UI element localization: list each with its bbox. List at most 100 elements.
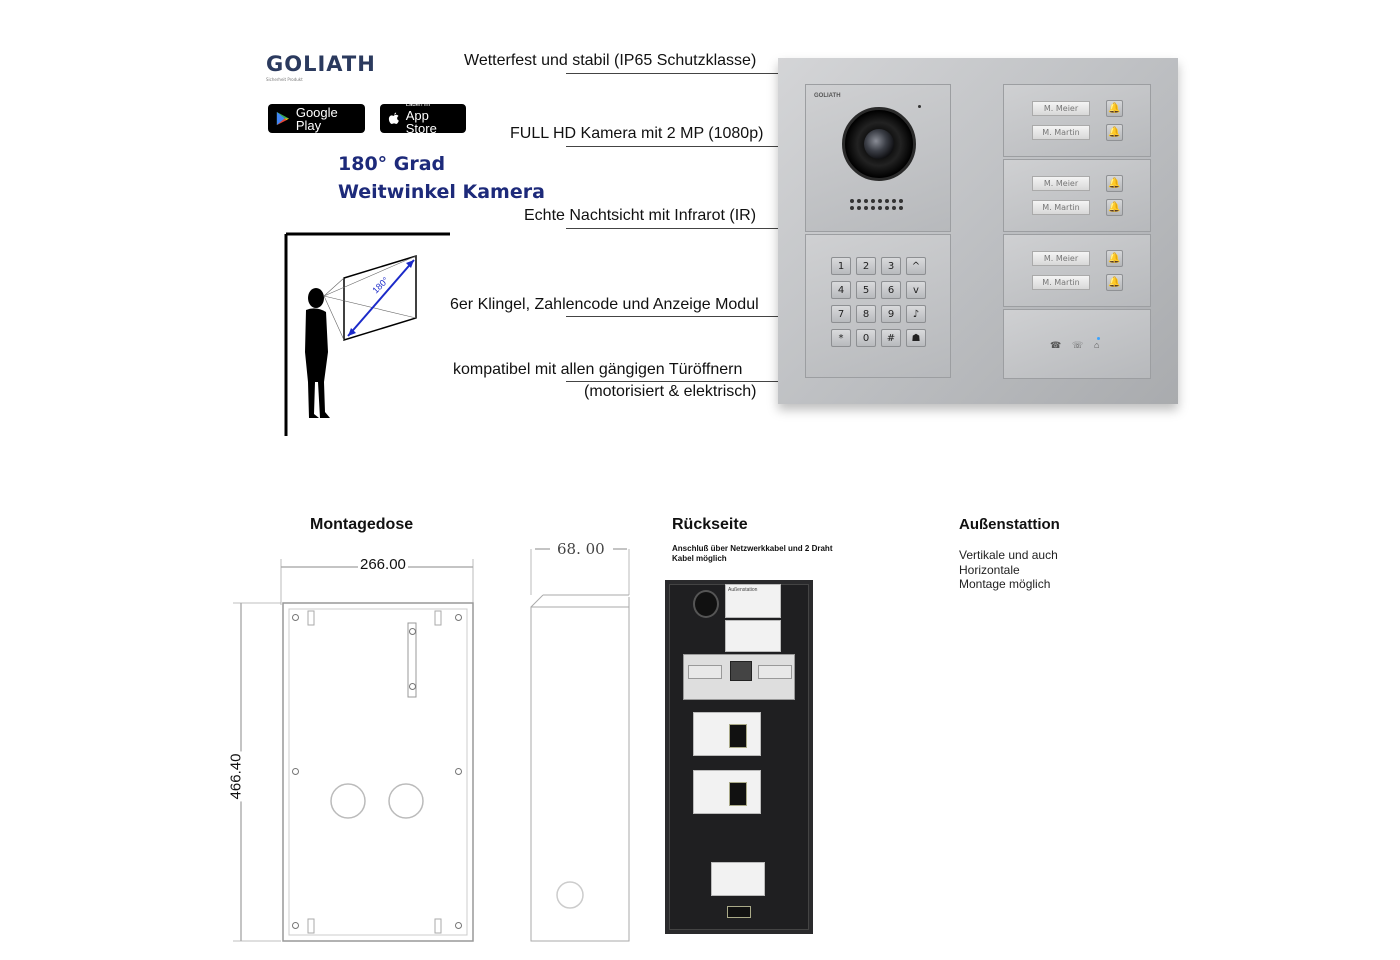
name-plate: M. Martin [1032, 125, 1090, 140]
keypad-key[interactable]: 2 [856, 257, 876, 275]
keypad-key[interactable]: v [906, 281, 926, 299]
terminal-block [688, 665, 722, 679]
keypad-key[interactable]: 9 [881, 305, 901, 323]
talk-status-icon: ☏ [1072, 340, 1084, 350]
app-store-badge[interactable]: Laden im App Store [380, 102, 466, 136]
screw-hole [292, 922, 299, 929]
goliath-logo: GOLIATH Sicherheit Produkt [266, 52, 376, 82]
wide-angle-headline: 180° Grad Weitwinkel Kamera [338, 150, 545, 206]
bell-module-2: M. Meier 🔔 M. Martin 🔔 [1003, 159, 1151, 232]
headline-line1: 180° Grad [338, 153, 446, 175]
keypad-key[interactable]: ♪ [906, 305, 926, 323]
name-plate: M. Meier [1032, 101, 1090, 116]
viewing-angle-diagram: 180° [284, 232, 450, 436]
terminal-block [758, 665, 792, 679]
feature-modules: 6er Klingel, Zahlencode und Anzeige Modu… [450, 296, 759, 313]
status-module: ☎ ☏ ⌂ [1003, 309, 1151, 379]
bell-button-icon[interactable]: 🔔 [1106, 175, 1123, 192]
module-connector [729, 724, 747, 748]
camera-back-icon [693, 590, 719, 618]
board-sticker [725, 620, 781, 652]
camera-module: GOLIATH [805, 84, 951, 232]
screw-hole [409, 628, 416, 635]
screw-hole [455, 768, 462, 775]
bottom-connector [727, 906, 751, 918]
sticker-text: Außenstation [728, 587, 758, 593]
bell-button-icon[interactable]: 🔔 [1106, 250, 1123, 267]
app-store-small-label: Laden im [405, 102, 431, 108]
screw-hole [455, 614, 462, 621]
keypad-key[interactable]: ^ [906, 257, 926, 275]
keypad-key[interactable]: 0 [856, 329, 876, 347]
mounting-box-width: 266.00 [358, 556, 408, 573]
name-plate: M. Martin [1032, 200, 1090, 215]
back-side-photo: Außenstation [665, 580, 813, 934]
ethernet-port-icon [730, 661, 752, 681]
outdoor-station-text: Vertikale und auch Horizontale Montage m… [959, 548, 1058, 592]
google-play-label: Google Play [295, 104, 338, 133]
product-sticker: Außenstation [725, 584, 781, 618]
outdoor-line2: Horizontale [959, 562, 1020, 577]
outdoor-line3: Montage möglich [959, 577, 1051, 591]
screw-hole [292, 614, 299, 621]
name-plate: M. Meier [1032, 251, 1090, 266]
bell-button-icon[interactable]: 🔔 [1106, 199, 1123, 216]
keypad-key[interactable]: 1 [831, 257, 851, 275]
angle-label: 180° [370, 275, 391, 296]
keypad-key[interactable]: 4 [831, 281, 851, 299]
bell-module-3: M. Meier 🔔 M. Martin 🔔 [1003, 234, 1151, 307]
feature-compatibility-note: (motorisiert & elektrisch) [584, 383, 757, 400]
name-plate: M. Martin [1032, 275, 1090, 290]
connector-board [683, 654, 795, 700]
keypad-key[interactable]: # [881, 329, 901, 347]
keypad-key[interactable]: * [831, 329, 851, 347]
camera-lens-icon [842, 107, 916, 181]
bottom-sticker [711, 862, 765, 896]
callout-line [566, 316, 778, 317]
panel-brand: GOLIATH [814, 93, 841, 99]
feature-compatibility: kompatibel mit allen gängigen Türöffnern [453, 361, 743, 378]
brand-name: GOLIATH [266, 52, 376, 76]
mounting-box-title: Montagedose [310, 516, 414, 533]
mounting-box-height: 466.40 [227, 751, 245, 802]
app-store-label: App Store [405, 108, 437, 136]
keypad-key[interactable]: 8 [856, 305, 876, 323]
bell-button-icon[interactable]: 🔔 [1106, 100, 1123, 117]
module-sticker [693, 712, 761, 756]
mounting-box-depth: 68. 00 [557, 540, 605, 558]
feature-nightvision: Echte Nachtsicht mit Infrarot (IR) [524, 207, 757, 224]
google-play-badge[interactable]: Google Play [268, 104, 365, 133]
keypad-key[interactable]: 3 [881, 257, 901, 275]
call-status-icon: ☎ [1050, 340, 1062, 350]
bell-button-icon[interactable]: 🔔 [1106, 124, 1123, 141]
module-connector [729, 782, 747, 806]
back-side-title: Rückseite [672, 516, 748, 533]
keypad-key[interactable]: ☗ [906, 329, 926, 347]
mounting-box-drawing [233, 548, 630, 942]
apple-icon [388, 112, 399, 124]
name-plate: M. Meier [1032, 176, 1090, 191]
callout-line [566, 146, 778, 147]
sensor-dot [918, 105, 921, 108]
screw-hole [292, 768, 299, 775]
callout-line [566, 228, 778, 229]
door-status-icon: ⌂ [1094, 340, 1100, 350]
speaker-grille [850, 199, 903, 210]
keypad-key[interactable]: 7 [831, 305, 851, 323]
bell-module-1: M. Meier 🔔 M. Martin 🔔 [1003, 84, 1151, 157]
outdoor-line1: Vertikale und auch [959, 548, 1058, 562]
bell-button-icon[interactable]: 🔔 [1106, 274, 1123, 291]
headline-line2: Weitwinkel Kamera [338, 181, 545, 203]
module-sticker [693, 770, 761, 814]
back-side-note: Anschluß über Netzwerkkabel und 2 Draht … [672, 544, 833, 563]
screw-hole [455, 922, 462, 929]
keypad-key[interactable]: 5 [856, 281, 876, 299]
callout-line [566, 381, 778, 382]
google-play-icon [276, 112, 289, 125]
person-silhouette [305, 288, 330, 418]
feature-weatherproof: Wetterfest und stabil (IP65 Schutzklasse… [464, 52, 757, 69]
feature-camera: FULL HD Kamera mit 2 MP (1080p) [510, 125, 764, 142]
keypad-key[interactable]: 6 [881, 281, 901, 299]
